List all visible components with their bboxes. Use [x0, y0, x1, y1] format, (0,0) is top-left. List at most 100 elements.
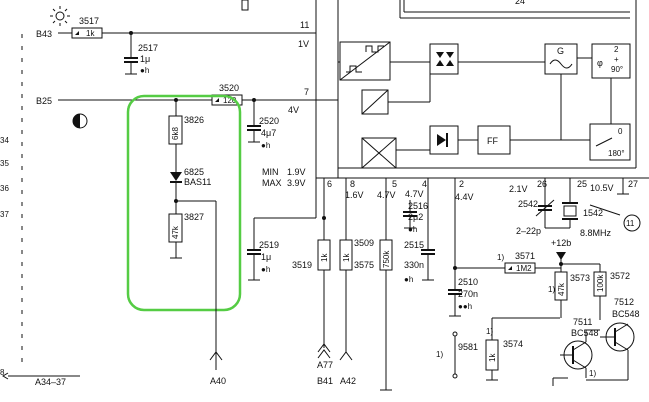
diode-6825-ref: 6825 — [184, 167, 204, 177]
capacitor-2510-value: 270n — [458, 289, 478, 299]
pin-25: 25 — [577, 179, 587, 189]
test-point-11 — [623, 214, 641, 232]
ic-phi-b: + — [614, 55, 619, 64]
left-pin-8: 8 — [0, 368, 5, 377]
crystal-1542-ref: 1542 — [583, 208, 603, 218]
left-pin-35: 35 — [0, 159, 9, 168]
brightness-sun-icon — [50, 6, 70, 26]
capacitor-2517-note: ●h — [140, 66, 149, 75]
voltage-4v: 4V — [288, 105, 299, 115]
left-pin-37: 37 — [0, 210, 9, 219]
supply-12b: +12b — [551, 238, 571, 248]
test-point-11-label: 11 — [626, 219, 635, 228]
capacitor-2520-note: ●h — [261, 141, 270, 150]
resistor-3520-ref: 3520 — [219, 83, 239, 93]
capacitor-2516-note: ●h — [408, 225, 417, 234]
transistor-7511-note: 1) — [589, 369, 596, 378]
resistor-3574-note: 1) — [486, 327, 493, 336]
ic-phi-c: 90° — [611, 65, 623, 74]
resistor-3574-ref: 3574 — [503, 339, 523, 349]
net-label-b43: B43 — [36, 29, 52, 39]
net-label-a34-37: A34–37 — [35, 377, 66, 387]
resistor-3574-value: 1k — [488, 353, 497, 362]
capacitor-2517-ref: 2517 — [138, 43, 158, 53]
ic-ff-label: FF — [487, 136, 498, 146]
ic-phi-a: 2 — [614, 45, 619, 54]
jumper-9581-note: 1) — [436, 350, 443, 359]
ic-block-oscillator — [544, 43, 578, 75]
voltage-4-7v-b: 4.7V — [405, 189, 424, 199]
transistor-7512-ref: 7512 — [614, 297, 634, 307]
ic-block-phase-shifter — [591, 43, 631, 79]
resistor-3573-ref: 3573 — [570, 273, 590, 283]
capacitor-2515-value: 330n — [404, 260, 424, 270]
resistor-3572-value: 100k — [596, 274, 605, 292]
transistor-7511-ref: 7511 — [573, 317, 592, 327]
pin-26: 26 — [537, 179, 547, 189]
left-pin-34: 34 — [0, 136, 9, 145]
pin-11: 11 — [300, 20, 309, 30]
resistor-3573-note: 1) — [548, 285, 555, 294]
jumper-9581-ref: 9581 — [458, 342, 478, 352]
capacitor-2519-ref: 2519 — [259, 240, 279, 250]
resistor-3826-value: 6k8 — [171, 127, 180, 140]
ic-block-diode-pair — [429, 43, 459, 75]
ic-block-switch — [589, 123, 631, 161]
diode-6825-type: BAS11 — [184, 177, 211, 187]
top-resistor — [241, 0, 249, 11]
voltage-10-5v: 10.5V — [590, 183, 614, 193]
ic-block-flip-flop — [477, 125, 511, 155]
pin-7: 7 — [304, 87, 309, 97]
capacitor-2542-value: 2–22p — [516, 226, 541, 236]
pin-5: 5 — [392, 179, 397, 189]
net-label-a42: A42 — [340, 376, 356, 386]
resistor-3517-value: 1k — [86, 29, 95, 38]
highlight-box — [126, 94, 242, 312]
net-label-a77: A77 — [317, 360, 333, 370]
voltage-min-value: 1.9V — [287, 167, 306, 177]
ic-oscillator-label: G — [557, 46, 564, 56]
test-point-9581 — [452, 331, 458, 337]
ic-block-detector — [429, 125, 459, 155]
voltage-min-label: MIN — [262, 167, 279, 177]
resistor-3520-value: 120 — [223, 96, 237, 105]
net-label-b25: B25 — [36, 96, 52, 106]
resistor-3573-value: 47k — [557, 282, 566, 296]
resistor-3827-value: 47k — [171, 225, 180, 239]
resistor-3517-ref: 3517 — [79, 16, 99, 26]
transistor-7511-type: BC548 — [571, 328, 599, 338]
voltage-1-6v: 1.6V — [345, 190, 364, 200]
resistor-3571-note: 1) — [497, 253, 504, 262]
pin-27: 27 — [628, 179, 638, 189]
diode-6825 — [170, 172, 182, 181]
capacitor-2515-note: ●h — [404, 275, 413, 284]
capacitor-2542-ref: 2542 — [518, 199, 538, 209]
resistor-3827-ref: 3827 — [184, 212, 204, 222]
resistor-3509-value: 1k — [342, 253, 351, 262]
pin-8: 8 — [350, 179, 355, 189]
capacitor-2519-value: 1μ — [261, 252, 271, 262]
resistor-3826-ref: 3826 — [184, 115, 204, 125]
resistor-3572-ref: 3572 — [610, 271, 630, 281]
pin-6: 6 — [327, 179, 332, 189]
resistor-3575-ref: 3575 — [354, 260, 374, 270]
net-label-a40: A40 — [210, 376, 226, 386]
capacitor-2517-value: 1μ — [140, 54, 150, 64]
resistor-3519-ref: 3519 — [292, 260, 312, 270]
pin-24: 24 — [515, 0, 525, 6]
net-label-b41: B41 — [317, 376, 333, 386]
voltage-max-value: 3.9V — [287, 178, 306, 188]
ic-switch-180: 180° — [608, 149, 625, 158]
voltage-4-4v: 4.4V — [455, 192, 474, 202]
voltage-max-label: MAX — [262, 178, 282, 188]
voltage-1v: 1V — [298, 39, 309, 49]
capacitor-2519-note: ●h — [261, 265, 270, 274]
ic-switch-0: 0 — [618, 127, 623, 136]
capacitor-2516-ref: 2516 — [408, 201, 428, 211]
resistor-3509-ref: 3509 — [354, 238, 374, 248]
resistor-3519-value: 1k — [320, 253, 329, 262]
crystal-1542-value: 8.8MHz — [580, 228, 612, 238]
contrast-half-circle-icon — [72, 113, 88, 129]
